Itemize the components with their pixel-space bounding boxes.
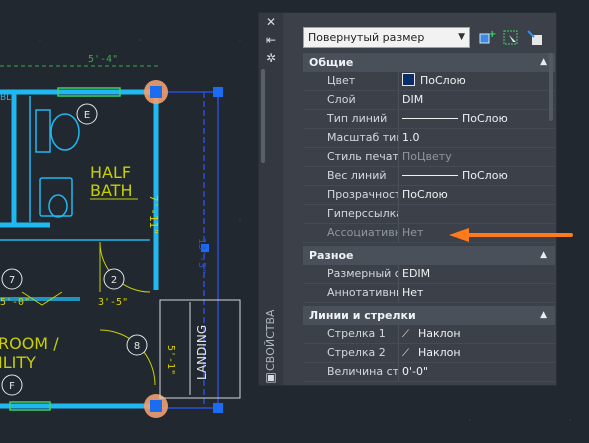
palette-title: СВОЙСТВА — [264, 309, 277, 371]
tag-2[interactable]: 2 — [103, 268, 125, 290]
prop-row-arrow1[interactable]: Стрелка 1⟋Наклон — [303, 325, 555, 344]
settings-icon[interactable]: ✲ — [265, 51, 277, 65]
dimension-vertical-small: 5'-1" — [165, 345, 176, 375]
linetype-preview — [402, 118, 458, 119]
palette-icon[interactable]: ▣ — [265, 370, 277, 384]
category-misc[interactable]: Разное▲ — [303, 246, 555, 265]
color-swatch — [402, 73, 415, 86]
lineweight-preview — [402, 175, 458, 176]
room-label-room: ROOM / — [0, 334, 59, 353]
tag-e[interactable]: E — [76, 103, 98, 125]
dimension-top-text: 5'-4" — [88, 54, 118, 65]
palette-toolbar: Повернутый размер ▼ + — [285, 13, 556, 53]
toggle-pickadd-icon[interactable]: + — [478, 29, 496, 47]
svg-text:+: + — [488, 29, 496, 40]
quick-select-icon[interactable] — [526, 29, 544, 47]
svg-text:7: 7 — [9, 275, 15, 286]
room-label-utility: ILITY — [0, 353, 36, 372]
dimension-mid-small: 3'-5" — [98, 297, 128, 308]
room-label-bath: BATH — [90, 181, 132, 200]
oblique-arrow-icon: ⟋ — [402, 329, 409, 340]
dimension-top[interactable]: 5'-4" — [0, 54, 158, 67]
prop-row-linetype-scale[interactable]: Масштаб типа...1.0 — [303, 129, 555, 148]
svg-text:8: 8 — [134, 341, 140, 352]
grip-top[interactable] — [144, 80, 168, 104]
prop-row-annotative[interactable]: АннотативныйНет — [303, 284, 555, 303]
room-label-half: HALF — [90, 163, 131, 182]
dimension-left-small: 5'-0" — [0, 297, 30, 308]
grip-bottom[interactable] — [144, 394, 168, 418]
strip-grip[interactable] — [261, 69, 265, 163]
chevron-up-icon: ▲ — [540, 57, 547, 67]
chevron-down-icon: ▼ — [458, 32, 465, 42]
tag-7[interactable]: 7 — [1, 268, 23, 290]
object-type-select[interactable]: Повернутый размер ▼ — [303, 27, 470, 48]
left-edge-text: BLE — [0, 93, 17, 103]
svg-text:E: E — [84, 110, 90, 121]
callout-arrow-icon — [449, 228, 573, 242]
auto-hide-icon[interactable]: ⇤ — [265, 33, 277, 47]
chevron-up-icon: ▲ — [540, 250, 547, 260]
prop-row-associative[interactable]: АссоциативнаяНет — [303, 224, 555, 243]
prop-row-hyperlink[interactable]: Гиперссылка — [303, 205, 555, 224]
svg-text:F: F — [9, 381, 15, 392]
properties-palette: ✕ ⇤ ✲ СВОЙСТВА ▣ Повернутый размер ▼ + — [258, 12, 557, 386]
category-lines-arrows[interactable]: Линии и стрелки▲ — [303, 306, 555, 325]
palette-scrollbar[interactable] — [549, 53, 553, 121]
tag-f[interactable]: F — [1, 374, 23, 396]
object-type-value: Повернутый размер — [308, 31, 425, 44]
landing-label: LANDING — [195, 325, 209, 380]
category-general[interactable]: Общие▲ — [303, 53, 555, 72]
oblique-arrow-icon: ⟋ — [402, 348, 409, 359]
prop-row-dimstyle[interactable]: Размерный ст...EDIM — [303, 265, 555, 284]
chevron-up-icon: ▲ — [540, 310, 547, 320]
select-objects-icon[interactable] — [502, 29, 520, 47]
dimension-right-text: 7'-11" — [147, 195, 160, 235]
tag-8[interactable]: 8 — [126, 334, 148, 356]
close-icon[interactable]: ✕ — [265, 15, 277, 29]
prop-row-transparency[interactable]: ПрозрачностьПоСлою — [303, 186, 555, 205]
prop-row-arrow2[interactable]: Стрелка 2⟋Наклон — [303, 344, 555, 363]
svg-text:2: 2 — [111, 275, 117, 286]
dimension-stair-text: 13'-3" — [196, 238, 207, 274]
prop-row-arrow-size[interactable]: Величина стр...0'-0" — [303, 363, 555, 382]
palette-title-strip: ✕ ⇤ ✲ СВОЙСТВА ▣ — [259, 13, 283, 385]
